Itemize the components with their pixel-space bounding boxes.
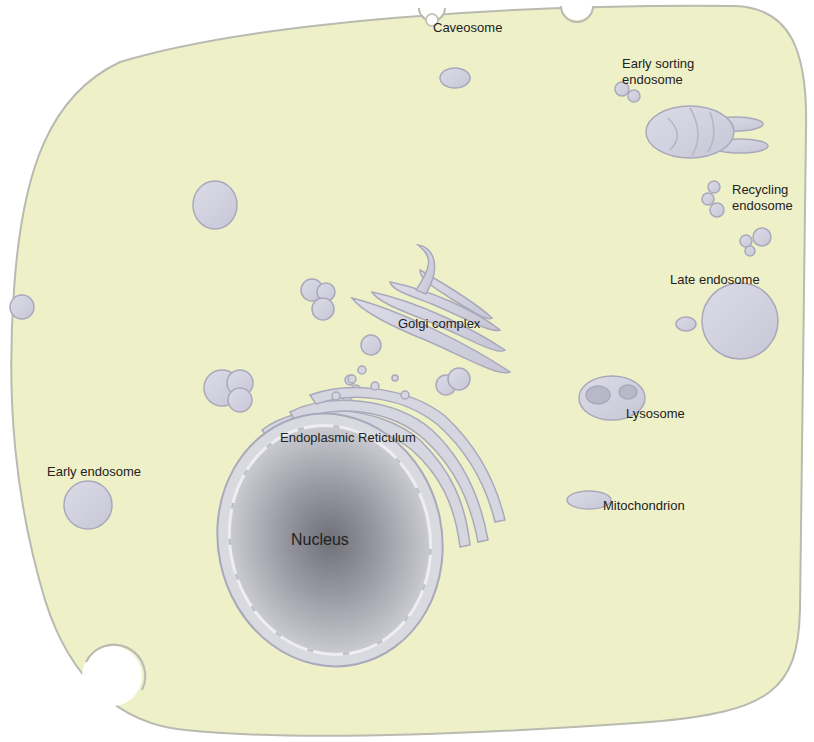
part-label: Early sorting endosome bbox=[622, 56, 714, 87]
golgi-complex bbox=[352, 245, 510, 373]
part-label: Lysosome bbox=[626, 406, 685, 422]
cell-membrane bbox=[11, 6, 806, 736]
part-label: Golgi complex bbox=[398, 316, 480, 332]
part-label: Recycling endosome bbox=[732, 182, 810, 213]
part-label: Caveosome bbox=[433, 20, 502, 36]
vesicles bbox=[10, 181, 470, 412]
caveosome bbox=[440, 68, 470, 88]
early-sorting-endosome bbox=[615, 82, 768, 158]
membrane-pits bbox=[82, 0, 593, 706]
nucleus bbox=[194, 392, 466, 687]
part-label: Endoplasmic Reticulum bbox=[280, 430, 416, 446]
part-label: Mitochondrion bbox=[603, 498, 685, 514]
part-label: Late endosome bbox=[670, 272, 760, 288]
part-label: Nucleus bbox=[291, 530, 349, 549]
late-endosome bbox=[676, 283, 778, 359]
early-endosome bbox=[64, 481, 112, 529]
part-label: Early endosome bbox=[47, 464, 141, 480]
